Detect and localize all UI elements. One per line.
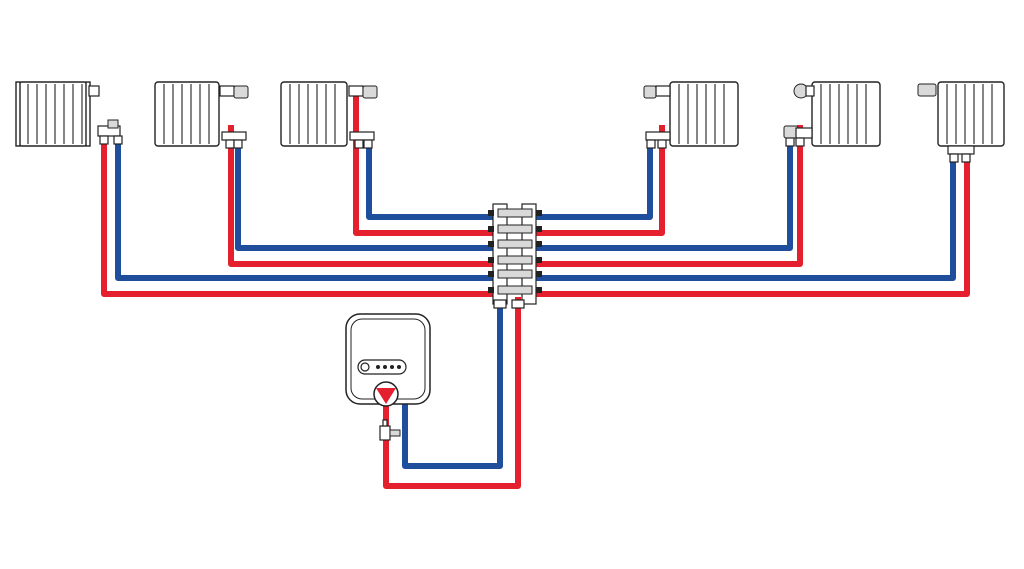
supply-pipe-radiator-2: [228, 125, 501, 267]
radiator-6-valve-icon: [917, 83, 975, 163]
manifold: [488, 203, 542, 309]
radiator-5: [811, 81, 881, 147]
boiler: [345, 313, 431, 405]
boiler-control-panel: [357, 359, 407, 375]
radiator-1-valve-icon: [88, 85, 123, 145]
drain-valve-icon: [379, 419, 401, 441]
radiator-4: [669, 81, 739, 147]
supply-pipe-radiator-5: [527, 125, 803, 267]
supply-pipe-radiator-1: [101, 127, 501, 297]
return-pipe-radiator-2: [235, 142, 501, 251]
radiator-1: [15, 81, 91, 147]
supply-pipe-radiator-3: [353, 89, 501, 236]
radiator-3: [280, 81, 348, 147]
return-pipe-radiator-1: [115, 139, 501, 281]
radiator-4-valve-icon: [643, 85, 671, 149]
boiler-return-pipe: [402, 297, 503, 469]
boiler-supply-pipe: [383, 297, 521, 489]
return-pipe-radiator-6: [527, 155, 956, 281]
return-pipe-radiator-4: [527, 142, 653, 220]
radiator-6: [937, 81, 1005, 147]
radiator-2: [154, 81, 220, 147]
circulation-pump-icon: [373, 381, 399, 407]
radiator-3-valve-icon: [348, 85, 378, 149]
radiator-5-valve-icon: [783, 83, 815, 147]
supply-pipe-radiator-4: [527, 125, 665, 236]
return-pipe-radiator-3: [366, 142, 501, 220]
supply-pipe-radiator-6: [527, 155, 970, 297]
radiator-2-valve-icon: [219, 85, 249, 149]
return-pipe-radiator-5: [527, 142, 793, 251]
